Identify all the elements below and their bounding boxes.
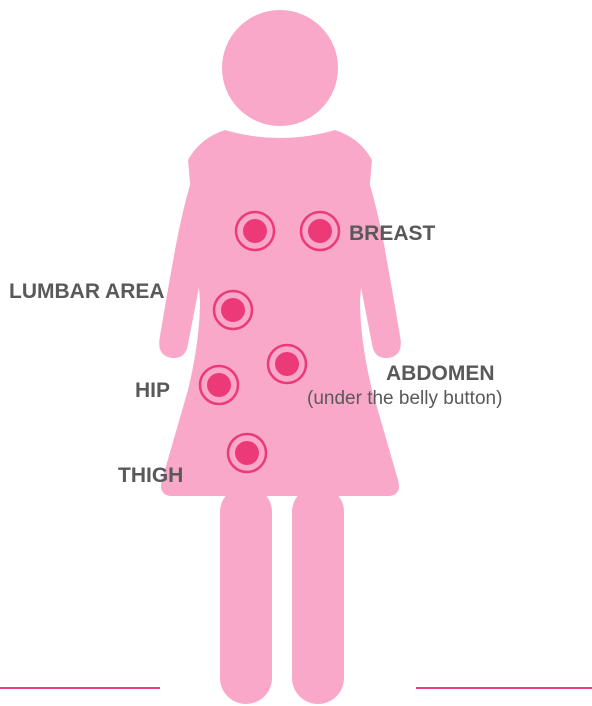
thigh-label: THIGH bbox=[118, 464, 183, 488]
lumbar-area-label: LUMBAR AREA bbox=[9, 280, 165, 304]
dress-shape bbox=[161, 130, 399, 496]
head-shape bbox=[222, 10, 338, 126]
breast-label: BREAST bbox=[349, 222, 435, 246]
left-leg-shape bbox=[220, 486, 272, 704]
right-leg-shape bbox=[292, 486, 344, 704]
hip-label: HIP bbox=[135, 379, 170, 403]
abdomen-label: ABDOMEN bbox=[386, 362, 495, 386]
abdomen-note-label: (under the belly button) bbox=[307, 388, 502, 410]
